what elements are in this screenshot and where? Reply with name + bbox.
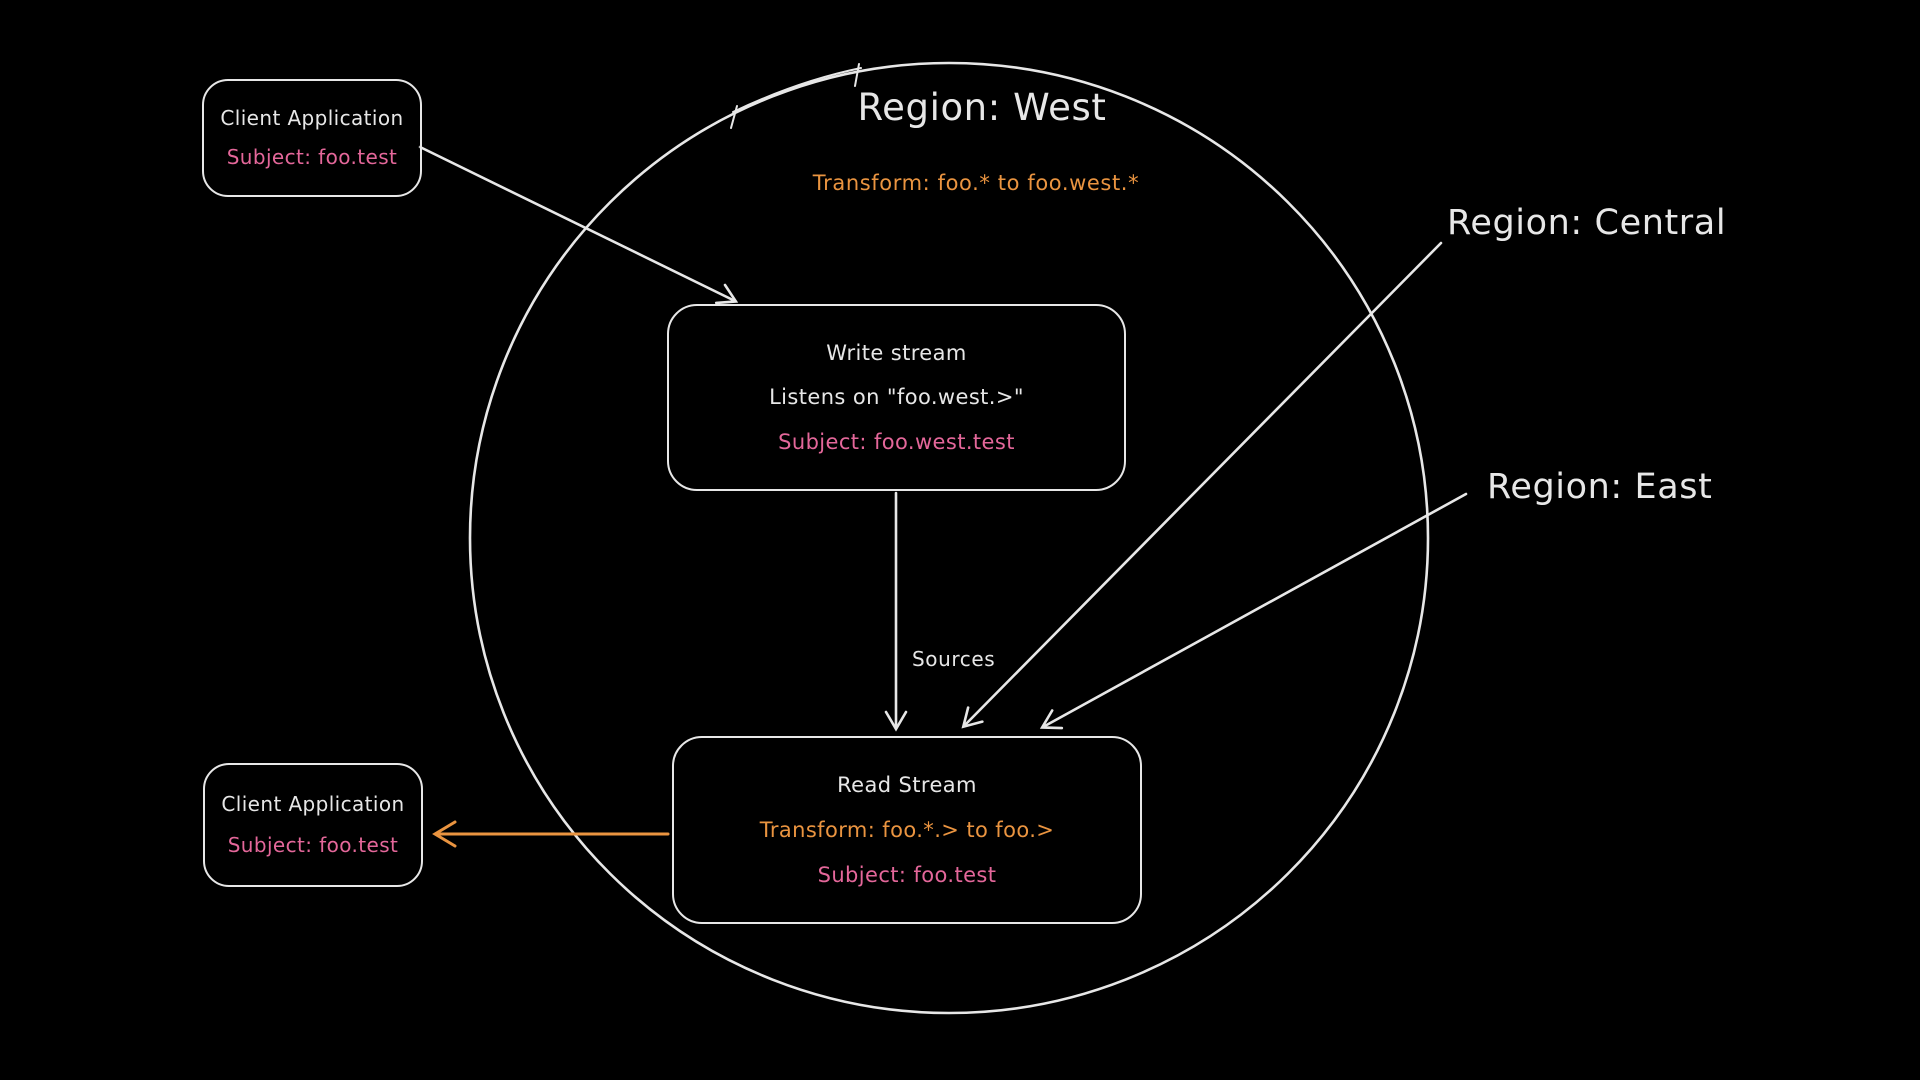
read-stream-title: Read Stream: [837, 772, 977, 797]
region-west-label: Region: West: [857, 86, 1107, 129]
region-west-circle: [468, 61, 1430, 1015]
client-application-bottom-node: Client Application Subject: foo.test: [203, 763, 423, 887]
write-stream-node: Write stream Listens on "foo.west.>" Sub…: [667, 304, 1126, 491]
circle-sketch-overshoot: [732, 67, 862, 113]
client-bottom-title: Client Application: [221, 792, 405, 816]
client-top-subject: Subject: foo.test: [226, 145, 398, 169]
client-application-top-node: Client Application Subject: foo.test: [202, 79, 422, 197]
write-stream-subject: Subject: foo.west.test: [778, 430, 1015, 455]
client-top-title: Client Application: [220, 106, 404, 130]
central-to-read-arrow: [961, 241, 1443, 729]
write-stream-listens: Listens on "foo.west.>": [769, 385, 1024, 410]
region-west-transform-label: Transform: foo.* to foo.west.*: [812, 171, 1140, 195]
read-stream-node: Read Stream Transform: foo.*.> to foo.> …: [672, 736, 1142, 924]
region-east-label: Region: East: [1487, 467, 1713, 507]
read-stream-transform: Transform: foo.*.> to foo.>: [759, 817, 1055, 842]
east-to-read-arrow: [1039, 492, 1468, 730]
sources-label: Sources: [912, 647, 996, 671]
client-bottom-subject: Subject: foo.test: [227, 833, 399, 857]
client-to-write-arrow: [418, 145, 739, 305]
region-central-label: Region: Central: [1447, 203, 1727, 243]
circle-sketch-ticks: [730, 63, 860, 129]
read-stream-subject: Subject: foo.test: [817, 862, 997, 887]
write-stream-title: Write stream: [826, 340, 967, 365]
